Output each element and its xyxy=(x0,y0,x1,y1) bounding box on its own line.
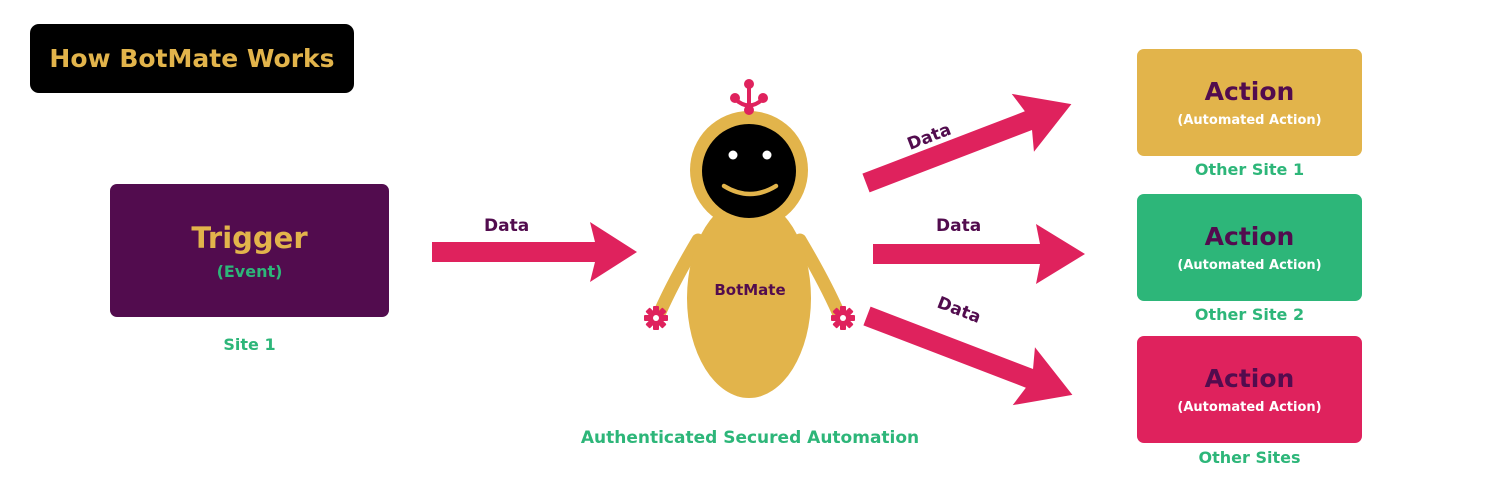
bot-face xyxy=(702,124,796,218)
trigger-box: Trigger (Event) xyxy=(110,184,389,317)
action-2-sub-label: (Automated Action) xyxy=(1177,258,1322,273)
action-1-site-label: Other Site 1 xyxy=(1194,160,1305,179)
action-1-label: Action xyxy=(1204,77,1295,106)
arrow-bot-to-action-1 xyxy=(862,93,1072,193)
page-title: How BotMate Works xyxy=(49,44,335,73)
action-box-2: Action (Automated Action) xyxy=(1137,194,1362,301)
botmate-character xyxy=(644,79,855,398)
bot-body xyxy=(687,198,811,398)
bot-name: BotMate xyxy=(714,281,786,299)
action-box-3: Action (Automated Action) xyxy=(1137,336,1362,443)
bot-left-gear-icon xyxy=(644,306,668,330)
arrow-bot-to-action-3 xyxy=(863,306,1073,406)
action-box-1: Action (Automated Action) xyxy=(1137,49,1362,156)
arrow-label-middle: Data xyxy=(936,216,981,236)
action-3-site-label: Other Sites xyxy=(1198,448,1301,467)
arrow-label-bottom: Data xyxy=(934,293,983,328)
action-3-sub-label: (Automated Action) xyxy=(1177,400,1322,415)
bot-right-eye xyxy=(762,150,772,160)
arrow-label-left: Data xyxy=(484,216,529,236)
bot-smile xyxy=(721,183,779,197)
trigger-site-label: Site 1 xyxy=(223,335,276,354)
bot-caption: Authenticated Secured Automation xyxy=(580,428,920,448)
action-2-label: Action xyxy=(1204,222,1295,251)
bot-left-eye xyxy=(728,150,738,160)
action-1-sub-label: (Automated Action) xyxy=(1177,113,1322,128)
trigger-label: Trigger xyxy=(191,221,308,255)
bot-antenna-icon xyxy=(730,79,768,115)
action-2-site-label: Other Site 2 xyxy=(1194,305,1305,324)
trigger-sub-label: (Event) xyxy=(216,262,283,281)
action-3-label: Action xyxy=(1204,364,1295,393)
arrow-trigger-to-bot xyxy=(432,222,637,282)
bot-right-arm xyxy=(793,233,845,319)
bot-left-arm xyxy=(653,233,705,319)
title-badge: How BotMate Works xyxy=(30,24,354,93)
arrow-bot-to-action-2 xyxy=(873,224,1085,284)
bot-right-gear-icon xyxy=(831,306,855,330)
